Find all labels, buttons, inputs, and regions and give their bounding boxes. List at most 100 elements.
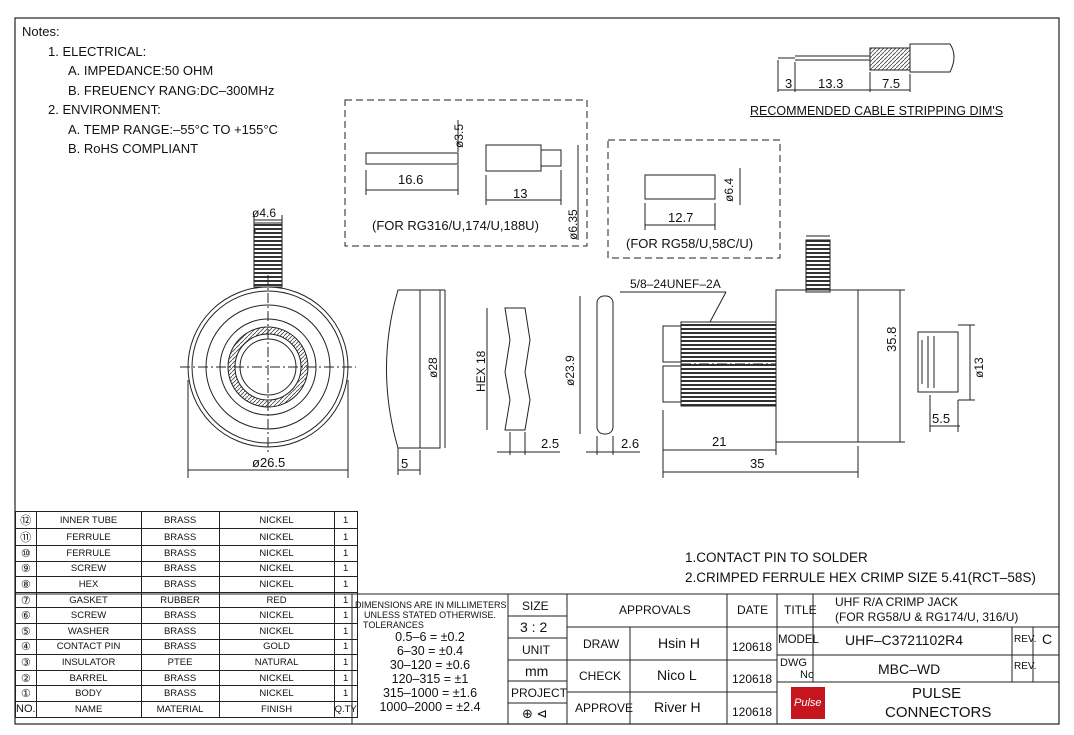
body-view — [620, 235, 905, 478]
hex-view — [486, 307, 560, 455]
bom-cell: 1 — [333, 685, 358, 702]
cable-strip-sketch — [777, 43, 955, 92]
bom-cell: 1 — [333, 591, 358, 609]
note-line: B. RoHS COMPLIANT — [68, 141, 199, 156]
draw-date: 120618 — [732, 640, 773, 654]
tolerance-block: DIMENSIONS ARE IN MILLIMETERS UNLESS STA… — [355, 600, 507, 714]
bom-cell: 1 — [333, 511, 358, 529]
logo-box — [791, 687, 825, 719]
bom-cell: BRASS — [140, 576, 220, 593]
bom-cell: ⑨ — [15, 560, 37, 578]
tol-row: 120–315 = ±1 — [391, 672, 469, 686]
drawing-border — [14, 17, 1060, 725]
rg58-detail-box — [607, 139, 781, 259]
bom-cell: BRASS — [140, 560, 220, 578]
bom-cell: NICKEL — [218, 685, 335, 702]
dim-cable-c: 7.5 — [882, 76, 901, 91]
approve-name: River H — [654, 699, 701, 715]
bom-cell: ② — [15, 669, 37, 687]
bom-cell: 1 — [333, 638, 358, 656]
bom-cell: BRASS — [140, 511, 220, 529]
rev-value: C — [1042, 631, 1053, 647]
bom-cell: BRASS — [140, 528, 220, 546]
bom-cell: NICKEL — [218, 545, 335, 562]
dim-cable-a: 3 — [785, 76, 793, 91]
dim-body-len: 35 — [750, 456, 765, 471]
check-label: CHECK — [579, 669, 622, 683]
model-value: UHF–C3721102R4 — [845, 632, 964, 648]
bom-cell: FERRULE — [35, 545, 142, 562]
bom-cell: ③ — [15, 654, 37, 671]
dim-thread: 5/8–24UNEF–2A — [630, 277, 721, 291]
note-line: A. TEMP RANGE:–55°C TO +155°C — [68, 121, 278, 137]
projection-icon: ⊕ ⊲ — [522, 706, 548, 721]
dim-rg58-dia: ø6.4 — [722, 177, 736, 202]
bom-cell: NICKEL — [218, 560, 335, 578]
bom-cell: ⑤ — [15, 622, 37, 640]
title-line-2: (FOR RG58/U & RG174/U, 316/U) — [835, 610, 1019, 624]
dim-washer-w: 5 — [401, 456, 409, 471]
note-line: A. IMPEDANCE:50 OHM — [68, 63, 214, 78]
bom-cell: NICKEL — [218, 607, 335, 624]
draw-label: DRAW — [583, 637, 620, 651]
bom-cell: GASKET — [35, 591, 142, 609]
bom-cell: BRASS — [140, 669, 220, 687]
tol-row: 315–1000 = ±1.6 — [382, 686, 478, 700]
bom-cell: 1 — [333, 560, 358, 578]
dim-washer-dia: ø28 — [426, 357, 440, 378]
bom-cell: FINISH — [218, 700, 335, 718]
tol-line3: TOLERANCES — [363, 620, 424, 630]
bom-cell: HEX — [35, 576, 142, 593]
bom-cell: BRASS — [140, 622, 220, 640]
bom-cell: NICKEL — [218, 511, 335, 529]
bom-cell: Q.TY — [333, 700, 358, 718]
company-line-1: PULSE — [912, 685, 962, 702]
bom-cell: WASHER — [35, 622, 142, 640]
bom-cell: MATERIAL — [140, 700, 220, 718]
bom-cell: PTEE — [140, 654, 220, 671]
dim-body-h: 35.8 — [884, 326, 899, 352]
rg58-caption: (FOR RG58/U,58C/U) — [626, 236, 754, 251]
notes-heading: Notes: — [22, 24, 60, 39]
bom-cell: 1 — [333, 545, 358, 562]
bom-cell: 1 — [333, 607, 358, 624]
bom-cell: NAME — [35, 700, 142, 718]
bom-cell: NICKEL — [218, 576, 335, 593]
note-line: B. FREUENCY RANG:DC–300MHz — [68, 82, 275, 98]
bom-cell: NICKEL — [218, 622, 335, 640]
dim-nut-dia: ø13 — [972, 357, 986, 378]
title-line-1: UHF R/A CRIMP JACK — [835, 595, 959, 609]
bom-cell: BRASS — [140, 685, 220, 702]
bom-cell: RUBBER — [140, 591, 220, 609]
draw-name: Hsin H — [658, 635, 701, 651]
bom-cell: BODY — [35, 685, 142, 702]
note-line: 1. ELECTRICAL: — [48, 43, 147, 59]
check-date: 120618 — [732, 672, 773, 686]
bom-cell: 1 — [333, 654, 358, 671]
bom-cell: CONTACT PIN — [35, 638, 142, 656]
bom-cell: BRASS — [140, 607, 220, 624]
dim-front-pin: ø4.6 — [252, 206, 277, 220]
washer-view — [386, 289, 446, 475]
bom-cell: ⑩ — [15, 545, 37, 562]
bom-cell: 1 — [333, 622, 358, 640]
rg316-caption: (FOR RG316/U,174/U,188U) — [372, 218, 539, 233]
bom-cell: BRASS — [140, 638, 220, 656]
bom-cell: ⑦ — [15, 591, 37, 609]
bom-cell: BARREL — [35, 669, 142, 687]
dim-nut-w: 5.5 — [932, 411, 951, 426]
dim-rg58-len: 12.7 — [668, 210, 694, 225]
tol-row: 0.5–6 = ±0.2 — [395, 630, 465, 644]
bom-cell: SCREW — [35, 607, 142, 624]
dim-ferrule-len: 13 — [513, 186, 528, 201]
date-label: DATE — [737, 603, 769, 617]
bom-cell: NO. — [15, 700, 37, 718]
rg58-ferrule — [644, 168, 741, 230]
